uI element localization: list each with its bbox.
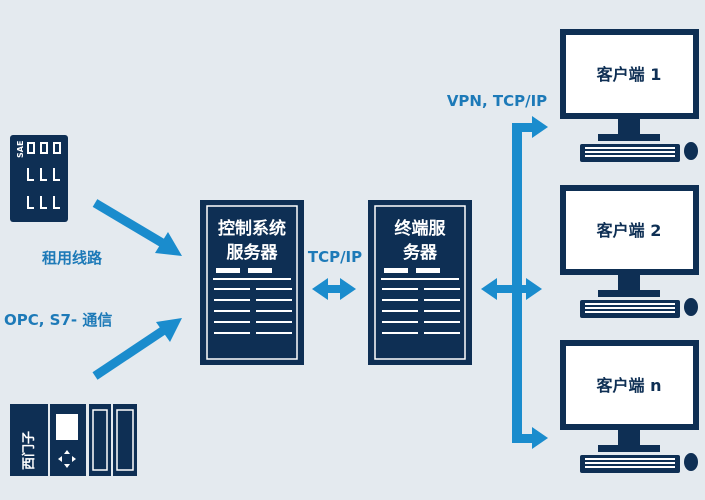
mouse-icon [684,453,698,471]
arrow-vpn-distribution [481,116,548,449]
siemens-label: 西门子 [21,431,37,470]
client-2-computer: 客户端 2 [560,185,699,318]
client-1-computer: 客户端 1 [560,29,699,162]
vpn-tcp-ip-label: VPN, TCP/IP [447,92,547,110]
control-server-subtitle: 服务器 [227,242,279,263]
client-n-label: 客户端 n [597,376,662,395]
sae-label: SAE [16,141,25,158]
client-n-computer: 客户端 n [560,340,699,473]
mouse-icon [684,142,698,160]
tcp-ip-label: TCP/IP [308,248,362,266]
control-server-title: 控制系统 [218,218,286,239]
terminal-server: 终端服 务器 [368,200,472,365]
siemens-plc-device: 西门子 [10,404,137,476]
control-system-server: 控制系统 服务器 [200,200,304,365]
terminal-server-title: 终端服 [395,218,447,239]
arrow-opc-s7 [92,318,182,380]
dpad-icon [58,450,76,468]
terminal-server-subtitle: 务器 [403,242,438,263]
arrow-leased-line [92,199,182,256]
mouse-icon [684,298,698,316]
sae-rtu-device: SAE [10,135,68,222]
client-2-label: 客户端 2 [597,221,662,240]
leased-line-label: 租用线路 [42,249,103,267]
arrow-tcp-ip [312,278,356,300]
opc-s7-label: OPC, S7- 通信 [4,311,112,329]
client-1-label: 客户端 1 [597,65,662,84]
